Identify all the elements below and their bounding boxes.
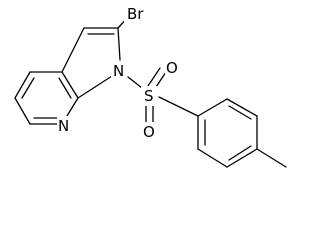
- bond-aryl-methyl: [256, 148, 287, 168]
- pyridine-nitrogen-label: N: [58, 117, 69, 135]
- bond-c4-c5: [14, 71, 31, 99]
- bond-aryl-4-5: [226, 148, 258, 168]
- oxygen-lower-label-background: [141, 122, 158, 142]
- pyrrole-nitrogen-label-background: [111, 61, 127, 81]
- bond-lines: [14, 14, 287, 168]
- double-bond-c7a-c3a: [58, 77, 72, 99]
- double-bond-c4-c5: [21, 77, 35, 99]
- oxygen-upper-label: O: [166, 59, 178, 77]
- pyridine-nitrogen-label-background: [57, 116, 73, 136]
- double-bond-aryl-4-5: [228, 145, 252, 161]
- bond-c3a-c3: [61, 27, 85, 73]
- bond-aryl-5-6: [197, 148, 228, 168]
- bond-c7a-c3a: [61, 71, 79, 99]
- sulfur-label: S: [144, 87, 154, 105]
- bond-c2-n1: [117, 27, 121, 61]
- bond-n1-c7a: [77, 75, 113, 99]
- bromine-label: Br: [127, 5, 144, 23]
- bond-s-aryl: [158, 96, 199, 117]
- bond-aryl-1-2: [197, 98, 228, 117]
- bond-aryl-2-3: [226, 98, 258, 117]
- double-bond-s-o-upper-a: [147, 67, 161, 87]
- sulfur-label-background: [141, 86, 158, 106]
- bond-c5-c6: [14, 97, 31, 125]
- atom-labels: Br N O S O N: [57, 4, 182, 142]
- molecule-structure-diagram: Br N O S O N: [14, 4, 287, 168]
- double-bond-aryl-2-3: [228, 105, 252, 120]
- bromine-label-background: [124, 4, 150, 24]
- bond-n1-s: [127, 76, 143, 89]
- oxygen-upper-label-background: [165, 58, 182, 78]
- oxygen-lower-label: O: [143, 123, 155, 141]
- pyrrole-nitrogen-label: N: [113, 62, 124, 80]
